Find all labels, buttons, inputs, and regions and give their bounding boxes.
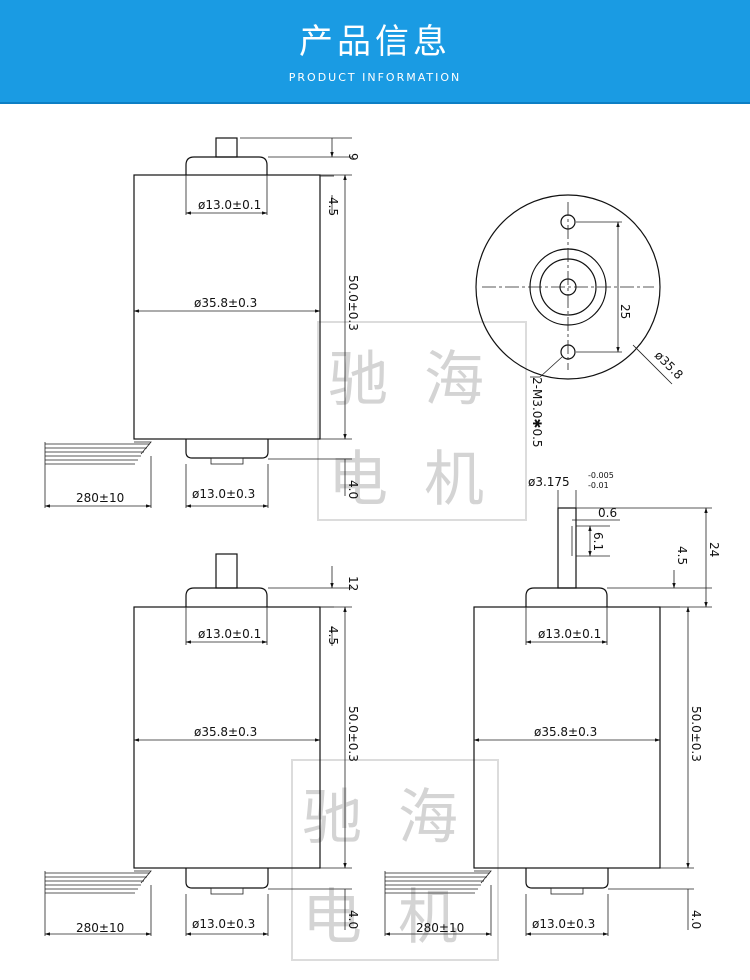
dim-rear-diameter: ø13.0±0.3 — [532, 917, 595, 931]
watermark-char-1: 驰 — [328, 345, 388, 415]
dim-lead-length: 280±10 — [416, 921, 464, 935]
dim-flat-length: 6.1 — [591, 532, 605, 551]
view-bottom-left: 12 4.5 50.0±0.3 4.0 ø13.0±0.1 ø35.8±0.3 … — [44, 553, 360, 936]
view-bottom-right: ø3.175 -0.005 -0.01 0.6 6.1 24 4.5 50.0±… — [384, 471, 721, 936]
dim-body-length: 50.0±0.3 — [346, 275, 360, 331]
view-top-left: 9 4.5 50.0±0.3 4.0 ø13.0±0.1 ø35.8±0.3 ø… — [44, 137, 360, 508]
dim-rear-height: 4.0 — [346, 910, 360, 929]
watermark-char-2: 海 — [424, 345, 484, 415]
dim-body-diameter: ø35.8±0.3 — [534, 725, 597, 739]
dim-rear-height: 4.0 — [689, 910, 703, 929]
dim-shaft-diameter: ø3.175 — [528, 475, 570, 489]
dim-boss-diameter: ø13.0±0.1 — [538, 627, 601, 641]
dim-boss-height: 4.5 — [675, 546, 689, 565]
dim-hole-spacing: 25 — [618, 304, 632, 319]
dim-lead-length: 280±10 — [76, 921, 124, 935]
dim-body-diameter: ø35.8±0.3 — [194, 725, 257, 739]
dim-boss-diameter: ø13.0±0.1 — [198, 627, 261, 641]
watermark-char-3: 电 — [328, 445, 388, 515]
dim-shaft-height: 9 — [346, 153, 360, 161]
watermark-char-5: 驰 — [302, 783, 362, 853]
dim-body-length: 50.0±0.3 — [689, 706, 703, 762]
watermark-char-7: 电 — [302, 883, 362, 953]
dim-body-length: 50.0±0.3 — [346, 706, 360, 762]
page-subtitle: PRODUCT INFORMATION — [288, 71, 462, 84]
page-title: 产品信息 — [299, 22, 451, 62]
dim-body-diameter: ø35.8±0.3 — [194, 296, 257, 310]
dim-rear-diameter: ø13.0±0.3 — [192, 487, 255, 501]
dim-boss-height: 4.5 — [326, 197, 340, 216]
dim-boss-diameter: ø13.0±0.1 — [198, 198, 261, 212]
watermark-top: 驰 海 电 机 — [317, 321, 527, 521]
dim-rear-height: 4.0 — [346, 480, 360, 499]
dim-mount-holes: 2-M3.0✱0.5 — [530, 377, 544, 448]
dim-rear-diameter: ø13.0±0.3 — [192, 917, 255, 931]
header-banner — [0, 0, 750, 102]
dim-shaft-tol-upper: -0.005 — [588, 471, 614, 480]
dim-shaft-height: 12 — [346, 576, 360, 591]
dim-lead-length: 280±10 — [76, 491, 124, 505]
dim-shaft-length: 24 — [707, 542, 721, 557]
header-divider — [0, 102, 750, 104]
dim-shaft-tol-lower: -0.01 — [588, 481, 609, 490]
motor-drawing: 驰 海 电 机 驰 海 电 机 — [44, 137, 721, 961]
watermark-char-4: 机 — [424, 445, 484, 515]
dim-boss-height: 4.5 — [326, 626, 340, 645]
dim-end-diameter: ø35.8 — [652, 348, 686, 382]
watermark-char-8: 机 — [398, 883, 458, 953]
dim-flat-depth: 0.6 — [598, 506, 617, 520]
watermark-char-6: 海 — [398, 783, 458, 853]
watermark-bottom: 驰 海 电 机 — [291, 759, 499, 961]
